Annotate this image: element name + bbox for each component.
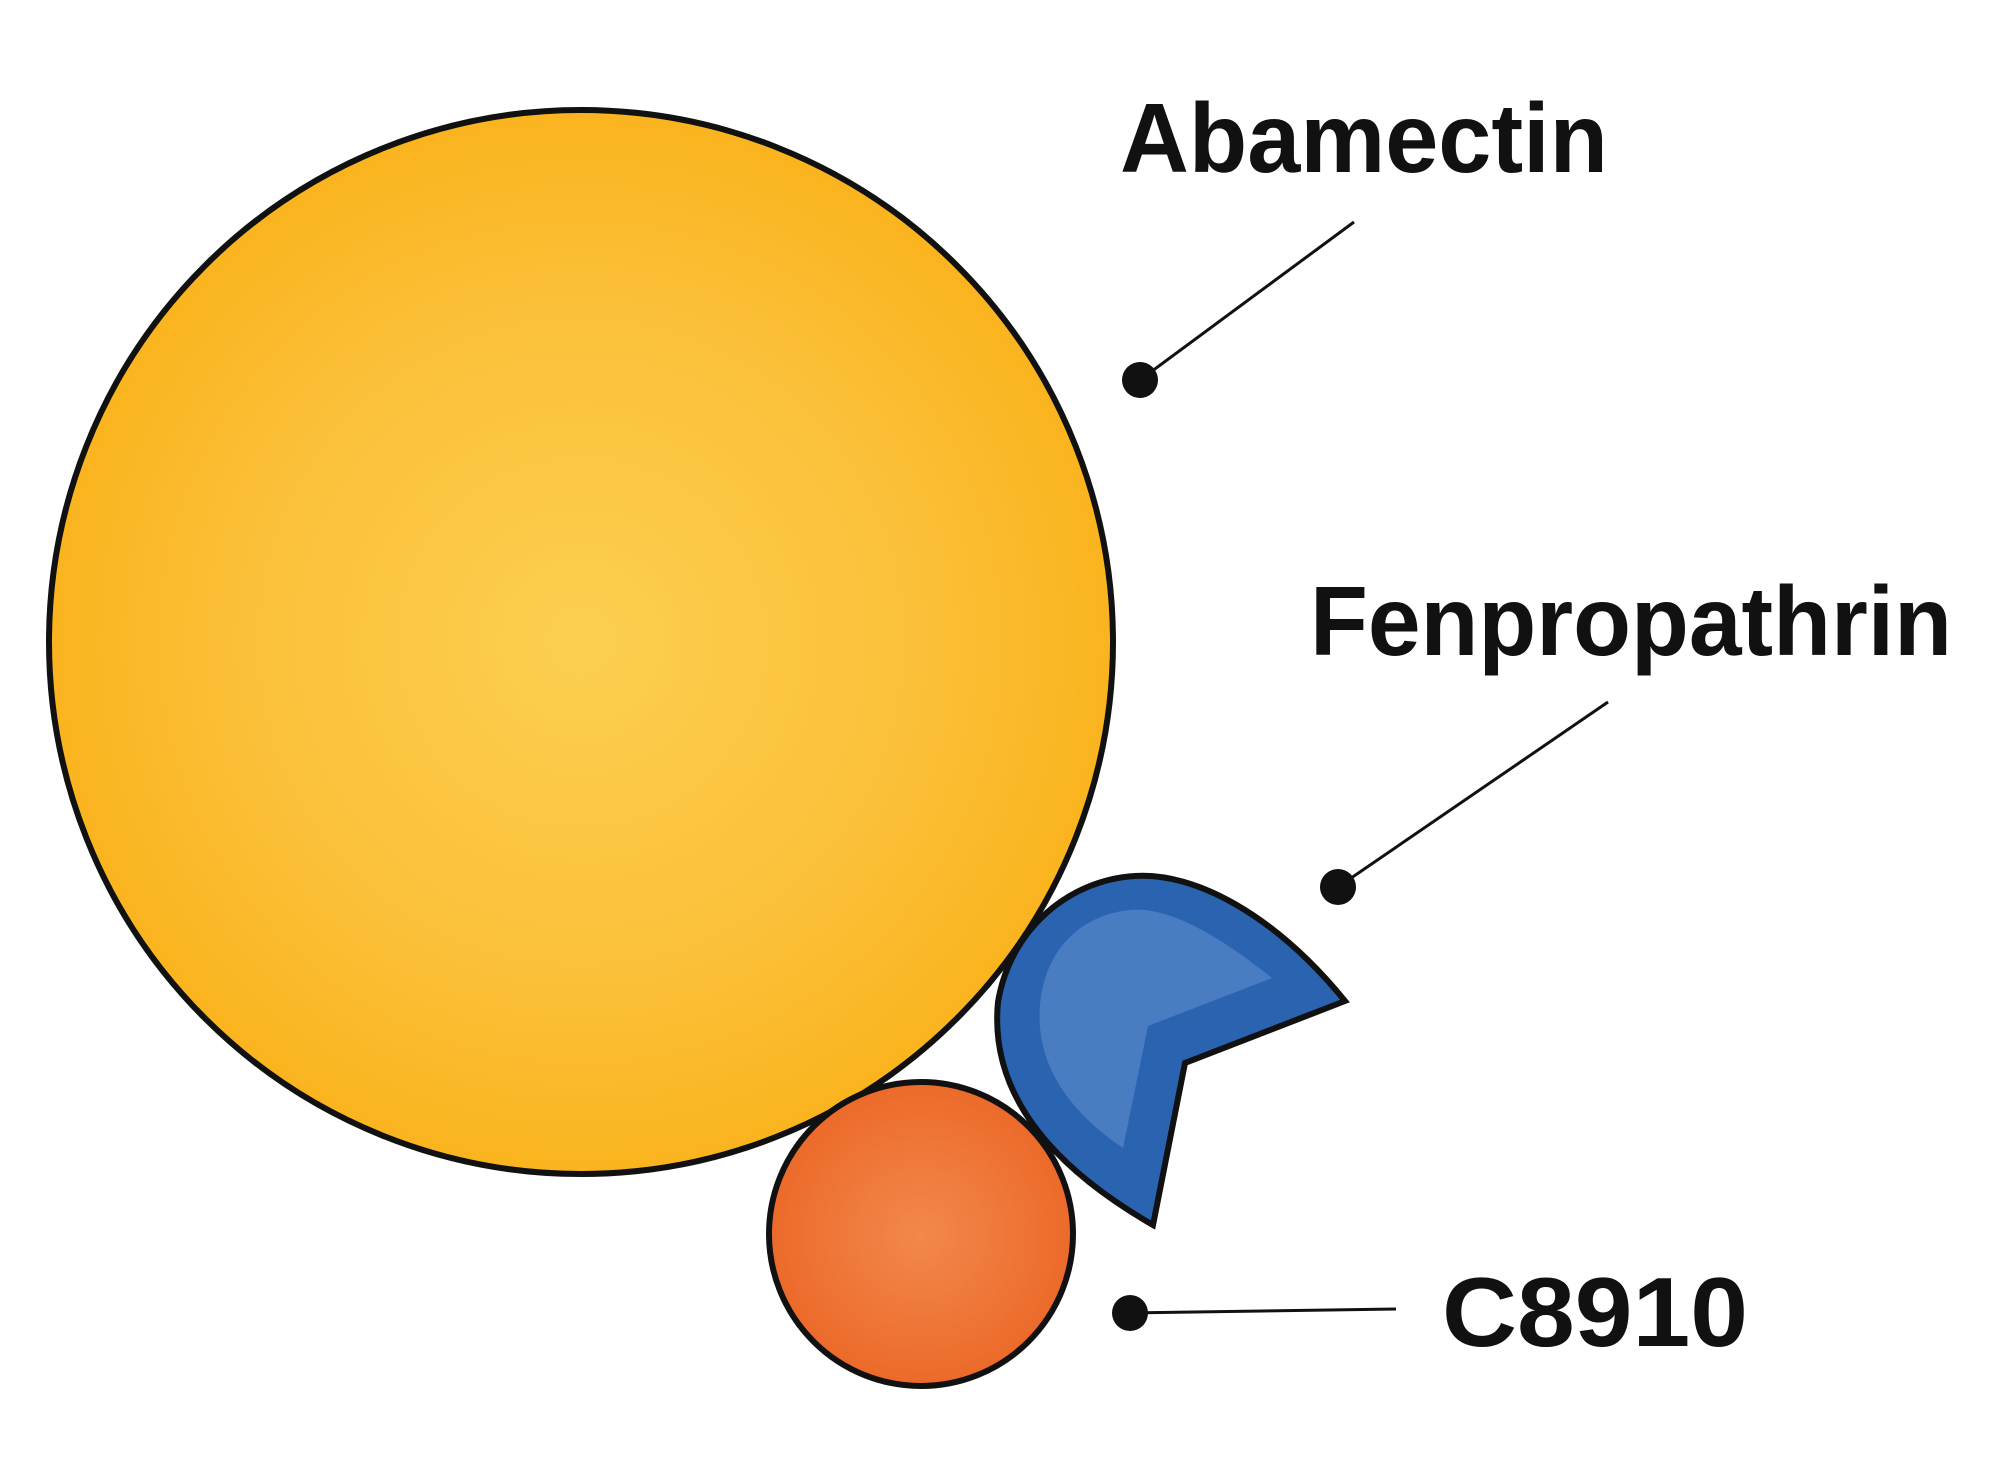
abamectin-leader-dot (1122, 362, 1158, 398)
c8910-circle (766, 1079, 1076, 1389)
c8910-label: C8910 (1442, 1257, 1748, 1367)
abamectin-leader (1122, 220, 1355, 398)
abamectin-label: Abamectin (1120, 83, 1608, 193)
fenpropathrin-label: Fenpropathrin (1310, 566, 1952, 676)
c8910-leader-dot (1112, 1295, 1148, 1331)
fenpropathrin-leader-dot (1320, 869, 1356, 905)
fenpropathrin-leader (1320, 700, 1609, 905)
c8910-leader (1112, 1295, 1397, 1331)
fenpropathrin-wedge-highlight (1039, 909, 1272, 1148)
abamectin-circle (46, 107, 1116, 1177)
